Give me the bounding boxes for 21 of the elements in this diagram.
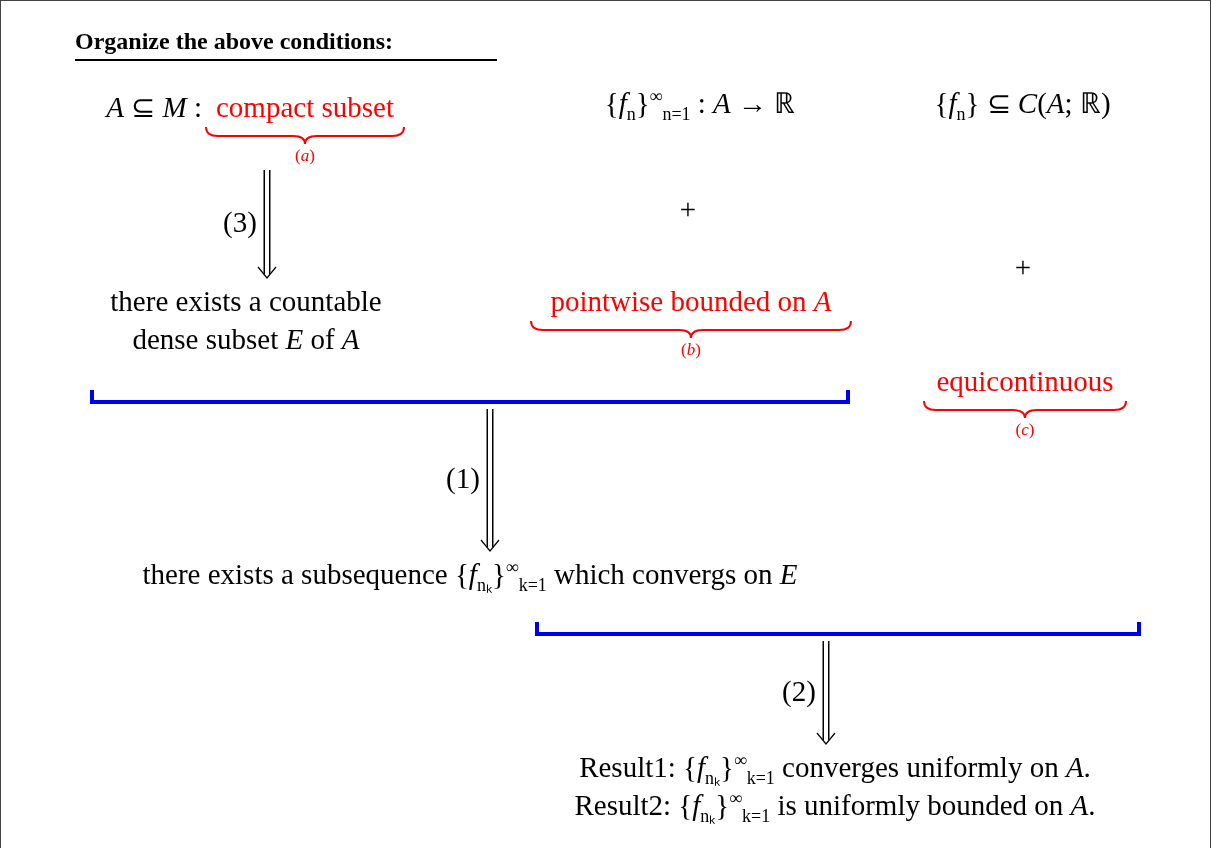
math-expression: {f$_{n}$}$^{∞}$$_{n=1}$ : A → ℝ [603, 85, 797, 122]
brace-label: (b) [680, 340, 702, 360]
math-expression: + [678, 192, 698, 227]
heading: Organize the above conditions: [75, 28, 497, 61]
statement-text: Result2: {f$_{nₖ}$}$^{∞}$$_{k=1}$ is uniformly bounded on A. [573, 787, 1097, 824]
double-arrow [816, 641, 836, 745]
math-expression: + [1013, 250, 1033, 285]
double-arrow [257, 170, 277, 279]
statement-text: equicontinuous [935, 364, 1115, 399]
bracket [535, 621, 1141, 637]
statement-text: pointwise bounded on A [549, 284, 833, 319]
math-expression: {f$_{n}$} ⊆ C(A; ℝ) [933, 86, 1112, 122]
bracket [90, 389, 850, 405]
statement-text: compact subset [215, 90, 395, 125]
double-arrow [480, 409, 500, 552]
statement-text: there exists a countable dense subset E of A [109, 284, 383, 357]
statement-text: there exists a subsequence {f$_{nₖ}$}$^{∞}$$_{k=1}$ which convergs on E [141, 556, 799, 593]
brace-label: (c) [1014, 420, 1036, 440]
statement-text: Result1: {f$_{nₖ}$}$^{∞}$$_{k=1}$ converges uniformly on A. [578, 749, 1092, 786]
math-expression: A ⊆ M : [103, 90, 202, 125]
brace-label: (a) [294, 146, 316, 166]
